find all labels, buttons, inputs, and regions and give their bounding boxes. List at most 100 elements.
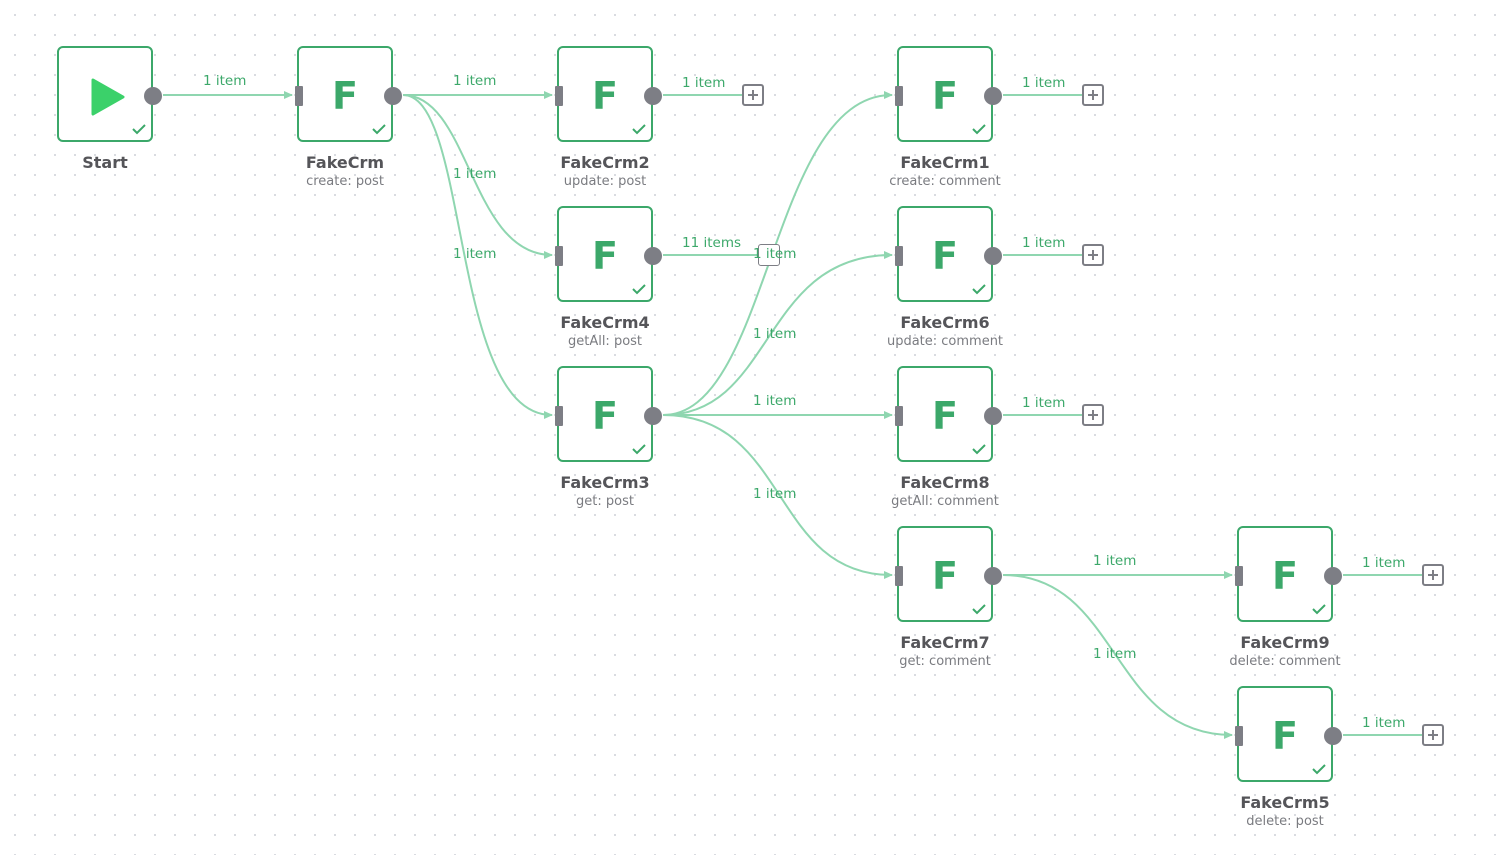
input-port[interactable] [895,566,903,586]
input-port[interactable] [1235,566,1243,586]
node-title-fakecrm2: FakeCrm2 [560,153,650,172]
node-title-fakecrm1: FakeCrm1 [900,153,990,172]
success-check-icon [1312,764,1326,775]
edge-label: 1 item [753,246,797,262]
success-check-icon [372,124,386,135]
node-subtitle-fakecrm2: update: post [563,174,647,189]
output-port[interactable] [984,567,1002,585]
output-port[interactable] [984,407,1002,425]
add-node-button[interactable] [1082,244,1104,266]
fakecrm-logo-icon: F [332,74,358,118]
node-fakecrm1[interactable]: F [895,46,1002,142]
input-port[interactable] [895,246,903,266]
output-port[interactable] [984,247,1002,265]
success-check-icon [1312,604,1326,615]
add-node-button[interactable] [1082,84,1104,106]
node-fakecrm[interactable]: F [295,46,402,142]
node-fakecrm3[interactable]: F [555,366,662,462]
edge-label: 1 item [453,73,497,89]
output-port[interactable] [644,407,662,425]
edge-label: 1 item [453,246,497,262]
node-fakecrm2[interactable]: F [555,46,662,142]
add-node-button[interactable] [1422,564,1444,586]
success-check-icon [632,124,646,135]
node-fakecrm9[interactable]: F [1235,526,1342,622]
add-node-button[interactable] [758,244,780,266]
success-check-icon [972,444,986,455]
success-check-icon [972,124,986,135]
connection-fakecrm7-fakecrm5[interactable] [1002,574,1233,739]
fakecrm-logo-icon: F [932,234,958,278]
success-check-icon [632,444,646,455]
connection-fakecrm3-fakecrm6[interactable] [662,251,893,416]
node-subtitle-fakecrm6: update: comment [886,334,1004,349]
success-check-icon [632,284,646,295]
node-title-fakecrm5: FakeCrm5 [1240,793,1330,812]
node-fakecrm5[interactable]: F [1235,686,1342,782]
node-subtitle-fakecrm8: getAll: comment [891,494,999,509]
output-port[interactable] [984,87,1002,105]
edge-label: 1 item [753,393,797,409]
connection-fakecrm-fakecrm4[interactable] [402,94,553,259]
add-node-button[interactable] [742,84,764,106]
output-port[interactable] [644,247,662,265]
node-start[interactable] [57,46,162,142]
play-icon [91,78,125,116]
output-port[interactable] [1324,567,1342,585]
edge-label: 11 items [682,235,742,251]
edge-label: 1 item [1022,395,1066,411]
connection-fakecrm3-fakecrm7[interactable] [662,414,893,579]
input-port[interactable] [1235,726,1243,746]
input-port[interactable] [555,86,563,106]
edge-label: 1 item [753,486,797,502]
fakecrm-logo-icon: F [932,394,958,438]
fakecrm-logo-icon: F [1272,714,1298,758]
input-port[interactable] [555,406,563,426]
node-subtitle-fakecrm7: get: comment [899,654,991,669]
output-port[interactable] [144,87,162,105]
node-title-fakecrm9: FakeCrm9 [1240,633,1330,652]
fakecrm-logo-icon: F [592,394,618,438]
node-fakecrm4[interactable]: F [555,206,662,302]
node-title-fakecrm4: FakeCrm4 [560,313,650,332]
edge-label: 1 item [1362,555,1406,571]
fakecrm-logo-icon: F [1272,554,1298,598]
node-subtitle-fakecrm9: delete: comment [1229,654,1341,669]
fakecrm-logo-icon: F [932,74,958,118]
input-port[interactable] [895,86,903,106]
success-check-icon [972,604,986,615]
edge-label: 1 item [753,326,797,342]
output-port[interactable] [1324,727,1342,745]
fakecrm-logo-icon: F [592,74,618,118]
success-check-icon [972,284,986,295]
edge-label: 1 item [682,75,726,91]
input-port[interactable] [295,86,303,106]
output-port[interactable] [644,87,662,105]
fakecrm-logo-icon: F [932,554,958,598]
node-title-fakecrm7: FakeCrm7 [900,633,990,652]
node-subtitle-fakecrm: create: post [306,174,384,189]
edge-label: 1 item [203,73,247,89]
edge-label: 1 item [1093,646,1137,662]
node-title-fakecrm8: FakeCrm8 [900,473,990,492]
node-fakecrm7[interactable]: F [895,526,1002,622]
node-subtitle-fakecrm1: create: comment [889,174,1001,189]
input-port[interactable] [895,406,903,426]
edge-label: 1 item [1093,553,1137,569]
output-port[interactable] [384,87,402,105]
node-fakecrm6[interactable]: F [895,206,1002,302]
node-fakecrm8[interactable]: F [895,366,1002,462]
edge-label: 1 item [1022,75,1066,91]
input-port[interactable] [555,246,563,266]
add-node-button[interactable] [1422,724,1444,746]
connection-fakecrm-fakecrm3[interactable] [402,94,553,419]
edge-label: 1 item [1022,235,1066,251]
node-title-fakecrm6: FakeCrm6 [900,313,990,332]
node-title-fakecrm: FakeCrm [305,153,385,172]
add-node-button[interactable] [1082,404,1104,426]
node-title-fakecrm3: FakeCrm3 [560,473,650,492]
edge-label: 1 item [453,166,497,182]
node-title-start: Start [82,153,128,172]
